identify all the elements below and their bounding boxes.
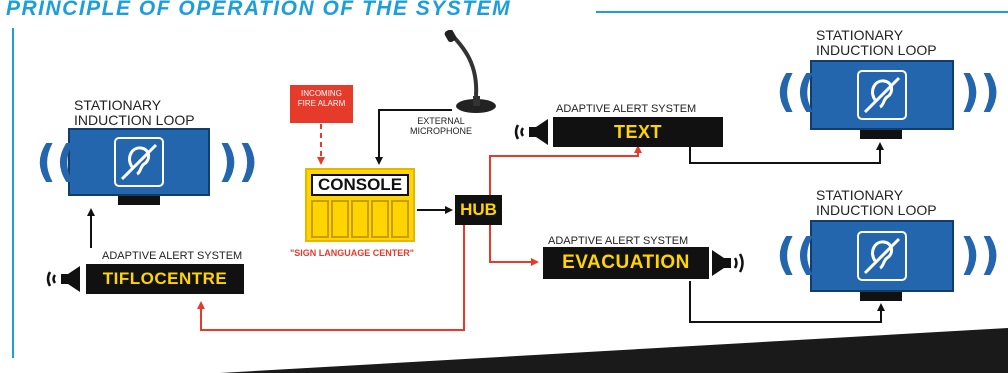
sign-language-center-caption: "SIGN LANGUAGE CENTER" xyxy=(290,248,415,258)
ear-icon xyxy=(863,237,901,275)
hearing-loop-icon xyxy=(857,70,907,120)
console-cell xyxy=(371,200,389,238)
top-right-loop-stand xyxy=(860,130,902,139)
microphone-icon xyxy=(444,30,496,113)
top-right-loop-wave-right-icon: )) xyxy=(960,66,1001,117)
console-label: CONSOLE xyxy=(311,174,409,196)
tiflocentre-caption: ADAPTIVE ALERT SYSTEM xyxy=(102,250,243,262)
hearing-loop-icon xyxy=(114,137,164,187)
bottom-right-loop-wave-right-icon: )) xyxy=(960,229,1001,280)
page-title: PRINCIPLE OF OPERATION OF THE SYSTEM xyxy=(6,0,512,20)
tiflocentre-sign: TIFLOCENTRE xyxy=(86,264,244,294)
left-loop-screen xyxy=(68,128,210,196)
microphone-caption-line2: MICROPHONE xyxy=(409,126,472,136)
fire-alarm-line1: INCOMING xyxy=(301,89,342,98)
console-cell xyxy=(351,200,369,238)
bottom-right-loop-caption-line2: INDUCTION LOOP xyxy=(816,202,937,218)
console-cell xyxy=(331,200,349,238)
top-right-loop-caption-line1: STATIONARY xyxy=(816,27,904,43)
top-right-loop-wave-left-icon: (( xyxy=(776,66,817,117)
bottom-right-loop-wave-left-icon: (( xyxy=(776,229,817,280)
console-cell xyxy=(391,200,409,238)
text-sign-caption: ADAPTIVE ALERT SYSTEM xyxy=(556,103,697,115)
bottom-right-loop-caption-line1: STATIONARY xyxy=(816,187,904,203)
top-right-loop-screen xyxy=(810,60,954,130)
console-panel: CONSOLE xyxy=(305,168,415,242)
microphone-caption: EXTERNAL MICROPHONE xyxy=(400,116,482,136)
hub-node: HUB xyxy=(455,195,502,225)
left-loop-stand xyxy=(118,196,160,205)
left-loop-caption-line1: STATIONARY xyxy=(74,97,162,113)
left-loop-wave-right-icon: )) xyxy=(218,136,259,187)
console-cell xyxy=(311,200,329,238)
bottom-right-loop-caption: STATIONARY INDUCTION LOOP xyxy=(816,188,956,218)
incoming-fire-alarm: INCOMING FIRE ALARM xyxy=(290,85,353,123)
left-loop-caption: STATIONARY INDUCTION LOOP xyxy=(74,98,204,128)
ear-icon xyxy=(120,143,158,181)
evacuation-sign-caption: ADAPTIVE ALERT SYSTEM xyxy=(548,235,689,247)
left-loop-caption-line2: INDUCTION LOOP xyxy=(74,112,195,128)
top-right-loop-caption-line2: INDUCTION LOOP xyxy=(816,42,937,58)
bottom-right-loop-stand xyxy=(860,292,902,301)
text-sign-speaker-icon xyxy=(514,119,548,145)
bottom-right-loop-screen xyxy=(810,220,954,292)
hearing-loop-icon xyxy=(857,231,907,281)
evacuation-sign: EVACUATION xyxy=(543,247,709,279)
text-sign: TEXT xyxy=(553,117,723,147)
fire-alarm-line2: FIRE ALARM xyxy=(297,99,346,108)
top-right-loop-caption: STATIONARY INDUCTION LOOP xyxy=(816,28,956,58)
evacuation-speaker-icon xyxy=(712,250,744,276)
tiflocentre-speaker-icon xyxy=(46,266,80,292)
microphone-caption-line1: EXTERNAL xyxy=(417,116,465,126)
left-loop-wave-left-icon: (( xyxy=(36,136,77,187)
ear-icon xyxy=(863,76,901,114)
